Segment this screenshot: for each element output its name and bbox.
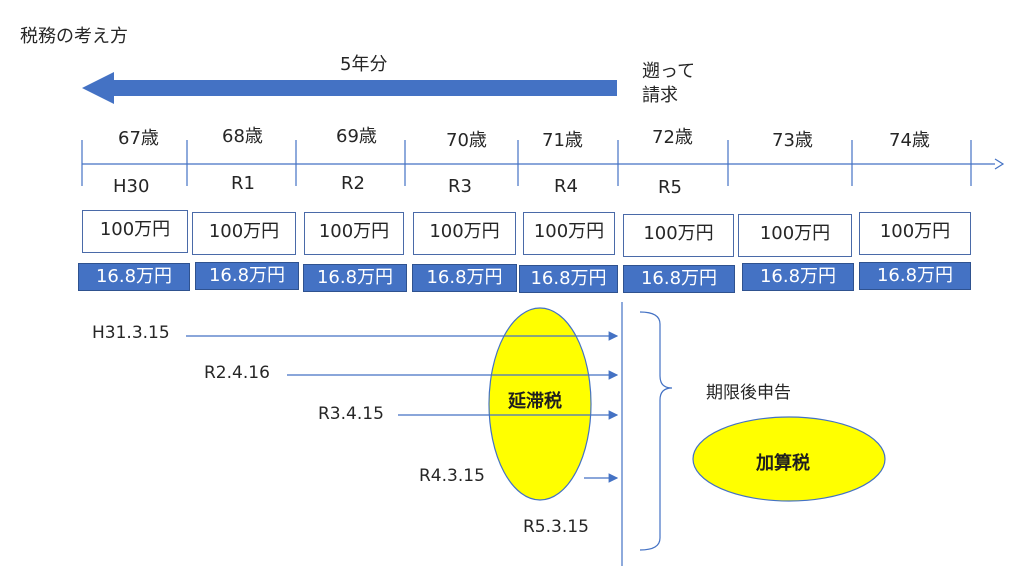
income-box: 100万円 bbox=[623, 214, 734, 257]
five-year-arrow bbox=[82, 72, 617, 104]
year-label: H30 bbox=[113, 176, 150, 197]
age-label: 67歳 bbox=[118, 128, 159, 149]
tax-box: 16.8万円 bbox=[623, 265, 735, 293]
five-years-label: 5年分 bbox=[340, 54, 388, 75]
year-label: R5 bbox=[658, 177, 682, 198]
year-label: R2 bbox=[341, 173, 365, 194]
tax-box: 16.8万円 bbox=[742, 263, 854, 291]
tax-box: 16.8万円 bbox=[519, 265, 618, 293]
age-label: 68歳 bbox=[222, 126, 263, 147]
diagram-title: 税務の考え方 bbox=[20, 26, 128, 47]
tax-box: 16.8万円 bbox=[859, 262, 971, 290]
claim-back-label-1: 遡って bbox=[642, 61, 696, 82]
deadline-label: R4.3.15 bbox=[419, 466, 485, 486]
deadline-label: R5.3.15 bbox=[523, 517, 589, 537]
age-label: 72歳 bbox=[652, 127, 693, 148]
tax-box: 16.8万円 bbox=[412, 264, 517, 292]
deadline-label: R3.4.15 bbox=[318, 404, 384, 424]
right-brace bbox=[639, 311, 673, 551]
income-box: 100万円 bbox=[413, 212, 516, 255]
additional-tax-label: 加算税 bbox=[756, 453, 810, 474]
age-label: 70歳 bbox=[446, 130, 487, 151]
age-label: 69歳 bbox=[336, 126, 377, 147]
deadline-label: H31.3.15 bbox=[92, 323, 170, 343]
income-box: 100万円 bbox=[738, 214, 852, 257]
claim-back-label-2: 請求 bbox=[642, 85, 678, 106]
income-box: 100万円 bbox=[192, 212, 296, 255]
year-label: R3 bbox=[448, 176, 472, 197]
income-box: 100万円 bbox=[304, 212, 404, 255]
additional-tax-ellipse bbox=[692, 416, 886, 502]
age-label: 74歳 bbox=[889, 130, 930, 151]
delinquency-tax-ellipse bbox=[488, 307, 592, 501]
year-label: R4 bbox=[554, 176, 578, 197]
age-label: 73歳 bbox=[772, 130, 813, 151]
income-box: 100万円 bbox=[523, 212, 615, 255]
year-label: R1 bbox=[231, 173, 255, 194]
tax-box: 16.8万円 bbox=[78, 263, 190, 291]
tax-box: 16.8万円 bbox=[303, 264, 407, 292]
income-box: 100万円 bbox=[859, 212, 971, 255]
age-label: 71歳 bbox=[542, 130, 583, 151]
tax-box: 16.8万円 bbox=[195, 262, 299, 290]
late-filing-label: 期限後申告 bbox=[706, 383, 791, 403]
delinquency-tax-label: 延滞税 bbox=[508, 391, 562, 412]
deadline-label: R2.4.16 bbox=[204, 363, 270, 383]
income-box: 100万円 bbox=[82, 210, 188, 253]
